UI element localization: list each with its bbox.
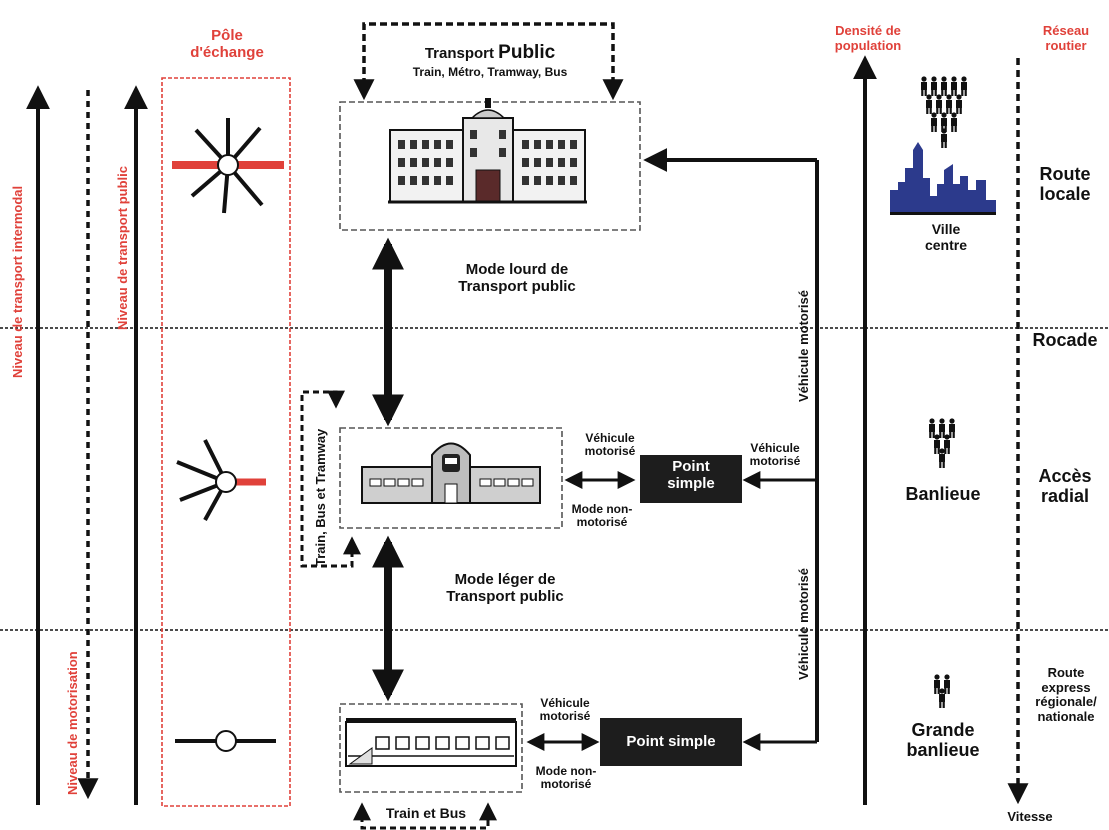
express-line3: régionale/ xyxy=(1035,694,1097,710)
locale-line2: locale xyxy=(1039,184,1091,205)
top-loop-arrow xyxy=(353,22,624,101)
light-mode-line2: Transport public xyxy=(446,587,564,605)
mid-vehicle-right-line1: Véhicule xyxy=(750,441,800,455)
point-simple-mid-box: Point simple xyxy=(640,455,742,503)
heavy-mode-line2: Transport public xyxy=(458,277,576,295)
pole-simple-icon xyxy=(175,730,276,752)
mid-nonmotor-label: Mode non- motorisé xyxy=(562,502,642,530)
ville-line1: Ville xyxy=(931,221,961,237)
mid-station-frame xyxy=(339,427,563,529)
grande-line1: Grande xyxy=(911,720,975,740)
mid-vehicle-line2: motorisé xyxy=(584,444,636,459)
suburban-station-icon xyxy=(361,442,541,504)
rocade-label: Rocade xyxy=(1032,330,1098,350)
low-nonmotor-line1: Mode non- xyxy=(535,764,597,778)
city-skyline-icon xyxy=(890,142,996,215)
road-axis-title: Réseau routier xyxy=(1026,23,1106,53)
central-station-building-icon xyxy=(388,98,587,204)
point-simple-mid-line1: Point xyxy=(672,458,710,475)
mid-nonmotor-line2: motorisé xyxy=(576,515,628,530)
radial-line2: radial xyxy=(1040,486,1090,507)
locale-line1: Route xyxy=(1039,164,1091,184)
heavy-mode-line1: Mode lourd de xyxy=(465,261,569,278)
point-simple-low-box: Point simple xyxy=(600,718,742,766)
dense-population-icon xyxy=(921,76,967,148)
pole-mid-icon xyxy=(176,439,266,521)
mid-vehicle-right-line2: motorisé xyxy=(749,454,801,469)
point-simple-mid-line2: simple xyxy=(667,475,715,493)
acces-radial-label: Accès radial xyxy=(1024,466,1106,506)
light-mode-label: Mode léger de Transport public xyxy=(420,571,590,606)
speed-label: Vitesse xyxy=(1007,809,1053,824)
vertical-vehicle-upper-label: Véhicule motorisé xyxy=(796,290,811,402)
ville-centre-label: Ville centre xyxy=(906,221,986,253)
pole-major-icon xyxy=(172,118,284,214)
mid-loop-arrow xyxy=(300,390,361,568)
top-station-title-prefix: Transport xyxy=(424,45,499,62)
road-line2: routier xyxy=(1045,37,1087,53)
bottom-station-frame xyxy=(339,703,523,793)
density-line1: Densité de xyxy=(835,23,901,38)
grande-banlieue-label: Grande banlieue xyxy=(888,720,998,760)
low-nonmotor-label: Mode non- motorisé xyxy=(526,764,606,792)
motorisation-axis-label: Niveau de motorisation xyxy=(65,651,80,795)
density-axis-title: Densité de population xyxy=(812,23,924,53)
light-mode-line1: Mode léger de xyxy=(454,571,556,588)
top-station-title-emphasis: Public xyxy=(498,42,556,63)
top-station-modes: Train, Métro, Tramway, Bus xyxy=(412,65,568,79)
vertical-vehicle-lower-label: Véhicule motorisé xyxy=(796,568,811,680)
pole-title-line1: Pôle xyxy=(211,27,243,44)
low-vehicle-line2: motorisé xyxy=(539,709,591,724)
medium-population-icon xyxy=(929,418,955,468)
grande-line2: banlieue xyxy=(906,740,980,761)
low-vehicle-label: Véhicule motorisé xyxy=(530,696,600,724)
bottom-loop-label: Train et Bus xyxy=(385,805,467,821)
mid-vehicle-line1: Véhicule xyxy=(585,431,635,445)
low-vehicle-line1: Véhicule xyxy=(540,696,590,710)
mid-loop-label: Train, Bus et Tramway xyxy=(313,428,328,566)
sparse-population-icon xyxy=(934,674,950,708)
heavy-mode-label: Mode lourd de Transport public xyxy=(432,261,602,296)
ville-line2: centre xyxy=(924,236,968,253)
radial-line1: Accès xyxy=(1038,466,1092,486)
public-axis-label: Niveau de transport public xyxy=(115,166,130,330)
route-locale-label: Route locale xyxy=(1024,164,1106,204)
density-line2: population xyxy=(834,37,902,53)
banlieue-label: Banlieue xyxy=(905,484,981,504)
express-line4: nationale xyxy=(1037,708,1095,724)
express-line2: express xyxy=(1041,679,1091,695)
low-nonmotor-line2: motorisé xyxy=(540,777,592,792)
pole-title: Pôle d'échange xyxy=(180,27,274,62)
simple-stop-icon xyxy=(345,718,517,767)
pole-frame xyxy=(161,77,291,807)
bottom-loop-arrow xyxy=(353,802,497,830)
route-express-label: Route express régionale/ nationale xyxy=(1024,665,1108,724)
road-line1: Réseau xyxy=(1042,23,1090,38)
pole-title-line2: d'échange xyxy=(190,43,264,61)
intermodal-axis-label: Niveau de transport intermodal xyxy=(10,185,25,378)
mid-nonmotor-line1: Mode non- xyxy=(571,502,633,516)
express-line1: Route xyxy=(1047,665,1085,680)
mid-vehicle-label: Véhicule motorisé xyxy=(572,431,648,459)
mid-vehicle-right-label: Véhicule motorisé xyxy=(740,441,810,469)
top-station-title: Transport Public xyxy=(372,42,608,63)
